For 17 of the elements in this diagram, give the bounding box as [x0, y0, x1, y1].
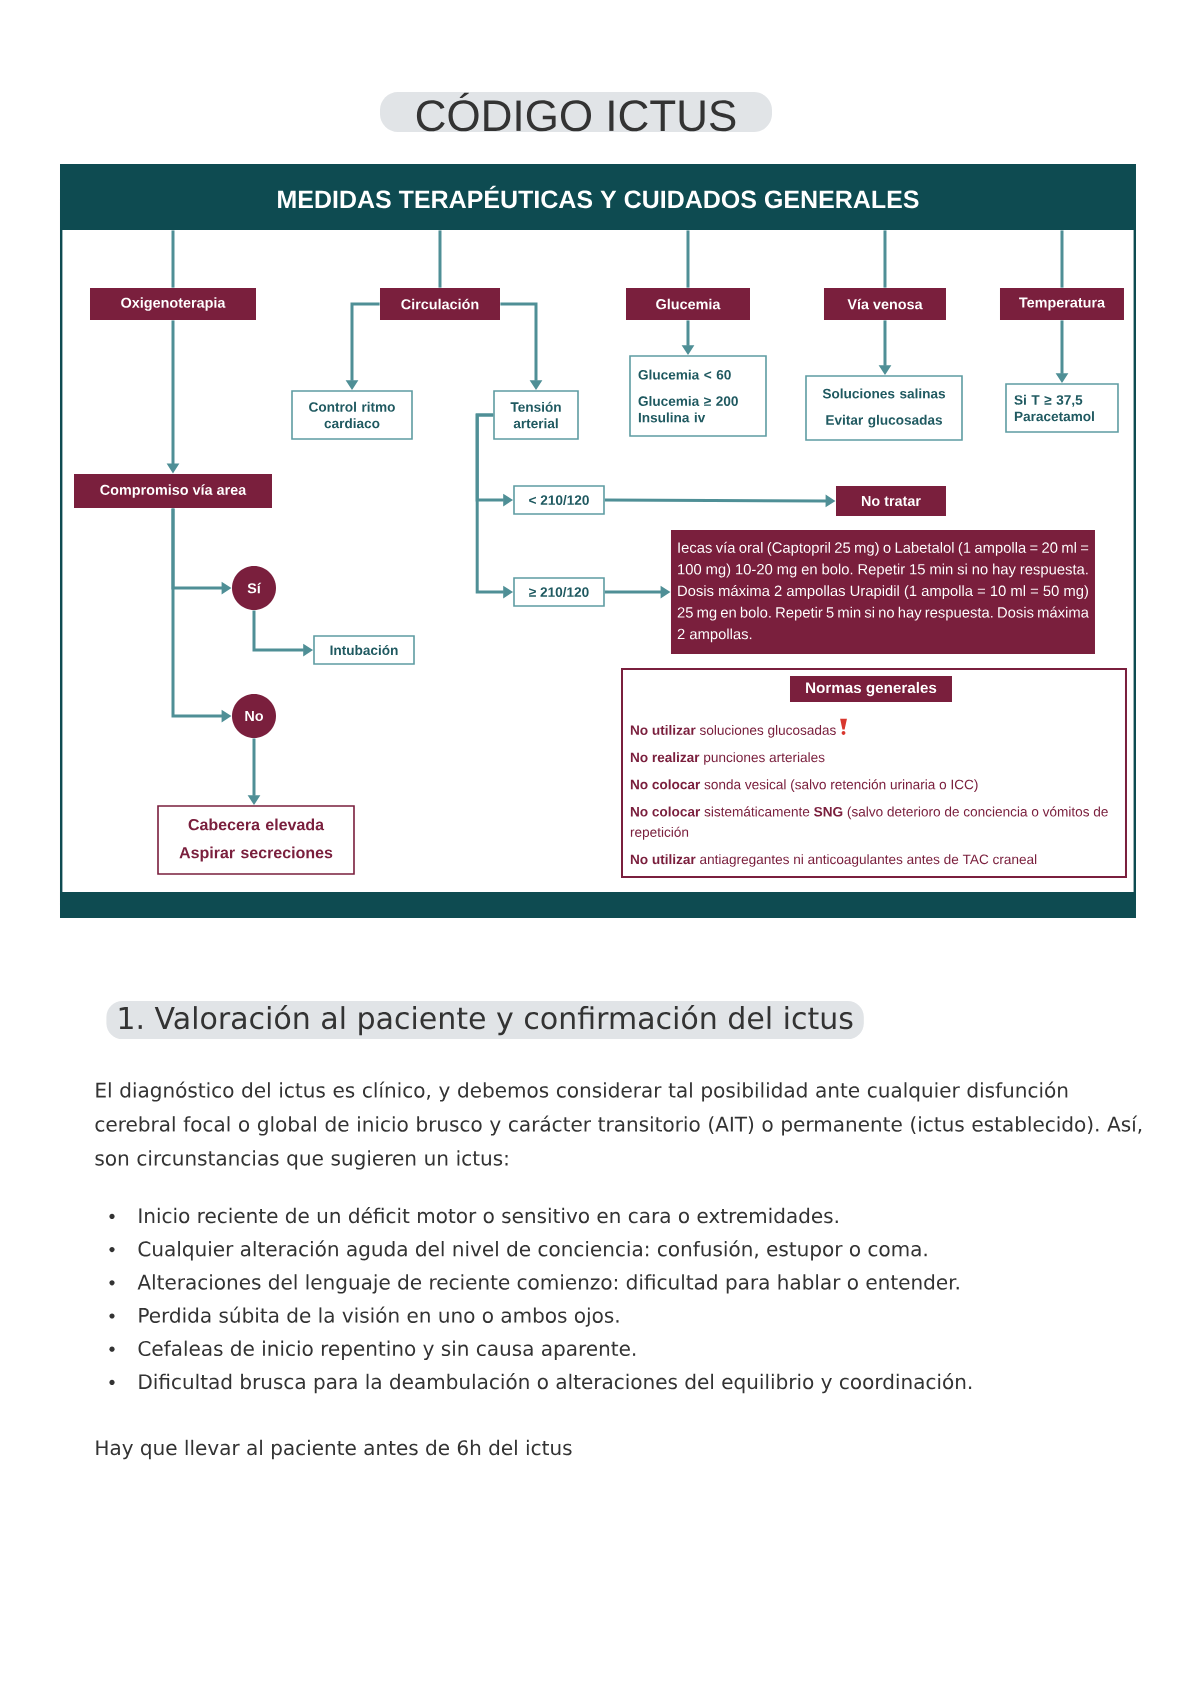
connector-line	[438, 230, 442, 288]
header-band: MEDIDAS TERAPÉUTICAS Y CUIDADOS GENERALES	[60, 164, 1136, 230]
list-item: Cualquier alteración aguda del nivel de conciencia: confusión, estupor o coma.	[138, 1240, 927, 1261]
process-box: Cabecera elevada Aspirar secreciones	[157, 805, 355, 875]
connector-line	[686, 230, 690, 288]
connector-line	[171, 230, 175, 288]
paragraph: El diagnóstico del ictus es clínico, y debemos considerar tal posibilidad ante cualquier disfunción cerebral focal o global de inicio brusco y carácter transitorio (AIT) o permanente (ictus establecido). Así, son circunstancias que sugieren un ictus:	[95, 1081, 1142, 1170]
list-item: Perdida súbita de la visión en uno o ambos ojos.	[139, 1306, 619, 1327]
note-text: Hay que llevar al paciente antes de 6h del ictus	[96, 1439, 572, 1460]
section-heading: 1. Valoración al paciente y confirmación del ictus	[106, 1000, 864, 1040]
list-item: Alteraciones del lenguaje de reciente comienzo: dificultad para hablar o entender.	[137, 1274, 959, 1294]
connector-line	[1060, 230, 1064, 288]
list-item: Dificultad brusca para la deambulación o alteraciones del equilibrio y coordinación.	[139, 1373, 972, 1394]
connector-line	[883, 230, 887, 288]
title: CÓDIGO ICTUS	[380, 92, 772, 132]
list-item: Cefaleas de inicio repentino y sin causa aparente.	[138, 1340, 636, 1360]
list-item: Inicio reciente de un déficit motor o sensitivo en cara o extremidades.	[139, 1207, 838, 1224]
